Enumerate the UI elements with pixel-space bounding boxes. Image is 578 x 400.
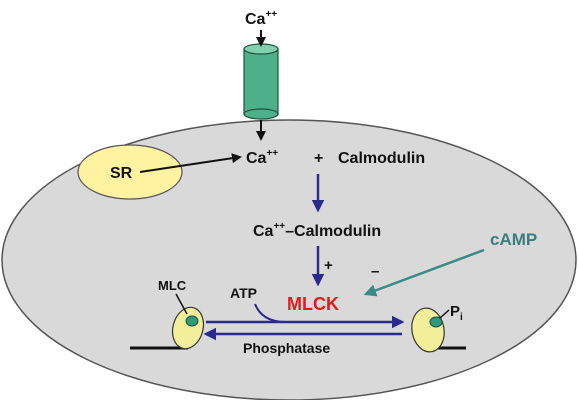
pi-base: P: [450, 303, 460, 320]
minus-effect-label: –: [371, 263, 379, 280]
arrow-sr-to-ca: [139, 153, 242, 173]
calmodulin-label: Calmodulin: [338, 150, 425, 167]
mlc-label: MLC: [158, 278, 187, 293]
pi-pointer: [439, 309, 450, 319]
ca-mid-base: Ca: [246, 150, 267, 167]
ca-top-sup: ++: [265, 9, 277, 20]
ca-calmodulin-complex-label: Ca++–Calmodulin: [253, 221, 381, 240]
sr-label: SR: [110, 165, 133, 182]
ca-complex-rest: –Calmodulin: [285, 223, 381, 240]
mlc-pointer: [175, 293, 188, 315]
ca-cytosolic-label: Ca++: [246, 148, 278, 167]
mlck-label: MLCK: [287, 294, 339, 314]
sr-organelle: [77, 144, 183, 200]
mlc-left: [130, 306, 205, 350]
phosphatase-label: Phosphatase: [243, 340, 330, 356]
ca-mid-sup: ++: [266, 148, 278, 159]
arrow-camp-to-mlck: [363, 248, 485, 297]
calcium-channel: [243, 43, 279, 120]
camp-label: cAMP: [490, 230, 537, 249]
ca-extracellular-label: Ca++: [245, 9, 277, 28]
plus-effect-label: +: [324, 257, 333, 274]
ca-complex-sup: ++: [273, 221, 285, 232]
pi-label: Pi: [450, 303, 463, 323]
atp-label: ATP: [230, 285, 257, 301]
plus-sign: +: [314, 150, 323, 167]
pi-sub: i: [460, 312, 463, 323]
mlc-right: [411, 307, 466, 353]
ca-complex-base: Ca: [253, 223, 274, 240]
ca-top-base: Ca: [245, 11, 266, 28]
